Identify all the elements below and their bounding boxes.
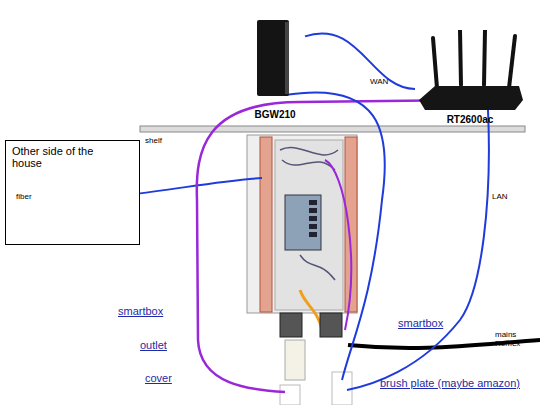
- orange-wire: [300, 290, 322, 330]
- switch-ports: [309, 200, 317, 237]
- panel-cables: [280, 148, 338, 280]
- smartbox-jack: [320, 313, 342, 337]
- smartbox-jack: [280, 313, 302, 337]
- router-antenna: [509, 36, 515, 88]
- panel-strip: [260, 137, 272, 312]
- purple-wire: [325, 160, 351, 330]
- note-label: LAN: [492, 192, 508, 201]
- gateway-edge: [285, 22, 289, 94]
- router-device: RT2600ac: [415, 30, 525, 125]
- edge-label: WAN: [370, 77, 388, 86]
- note-label: mains Romex: [495, 330, 529, 348]
- network-switch: [285, 195, 321, 250]
- panel-interior: [275, 140, 343, 310]
- router-icon: [415, 30, 525, 112]
- node-label: BGW210: [245, 109, 305, 120]
- router-antenna: [484, 30, 485, 85]
- note-label: fiber: [16, 192, 32, 201]
- node-label: Other side of the house: [12, 145, 117, 169]
- link-label: smartbox: [118, 305, 163, 317]
- shelf-board: [140, 126, 525, 132]
- note-label: shelf: [145, 136, 162, 145]
- link-label: cover: [145, 372, 172, 384]
- router-antenna: [433, 38, 437, 88]
- gateway-icon: [245, 18, 305, 100]
- link-label: outlet: [140, 339, 167, 351]
- lan-wire: [347, 110, 489, 390]
- link-label: brush plate (maybe amazon): [380, 377, 520, 389]
- link-label: smartbox: [398, 317, 443, 329]
- gateway-device: BGW210: [245, 18, 305, 120]
- panel-box: [247, 135, 357, 313]
- gateway-body: [257, 20, 289, 96]
- wan-connector: [305, 33, 415, 88]
- cover-plate: [280, 385, 300, 405]
- node-label: RT2600ac: [415, 114, 525, 125]
- outlet: [285, 340, 305, 380]
- blue-wire: [285, 92, 385, 380]
- purple-wire: [197, 100, 470, 392]
- router-body: [419, 86, 523, 110]
- router-antenna: [460, 30, 461, 85]
